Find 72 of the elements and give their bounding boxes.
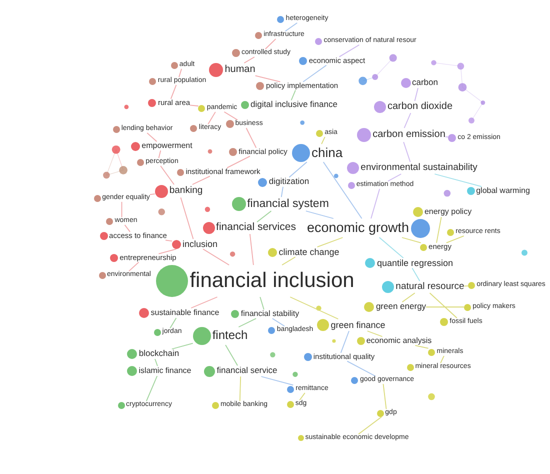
connection-line <box>346 360 376 377</box>
connection-line <box>192 176 210 185</box>
connection-line <box>158 248 177 254</box>
keyword-label: green finance <box>330 320 386 330</box>
keyword-label: digitization <box>268 177 310 187</box>
keyword-label: financial services <box>216 222 296 234</box>
connection-line <box>165 240 172 242</box>
connection-line <box>402 237 422 244</box>
connection-line <box>305 210 334 219</box>
keyword-label: economic analysis <box>366 336 432 346</box>
keyword-label: global warming <box>476 186 530 196</box>
connection-line <box>190 296 218 308</box>
connection-line <box>124 224 130 232</box>
connection-line <box>128 262 140 272</box>
keyword-label: quantile regression <box>376 258 454 268</box>
connection-line <box>464 285 469 286</box>
keyword-label: natural resource <box>396 282 464 292</box>
connection-line <box>429 292 458 318</box>
connection-line <box>260 376 294 386</box>
connection-line <box>284 22 298 32</box>
connection-line <box>280 186 284 198</box>
connection-line <box>340 330 350 354</box>
connection-line <box>412 268 420 282</box>
keyword-label: financial system <box>247 198 329 210</box>
connection-line <box>370 188 380 219</box>
keyword-label: financial stability <box>240 310 300 318</box>
connection-line <box>282 256 296 266</box>
connection-line <box>434 174 482 187</box>
connection-line <box>382 383 387 410</box>
keyword-label: islamic finance <box>138 366 192 376</box>
connection-line <box>402 292 416 302</box>
keyword-label: financial service <box>216 366 278 376</box>
connection-line <box>225 344 238 366</box>
connection-line <box>170 318 177 329</box>
connection-line <box>202 248 230 266</box>
connection-line <box>260 296 264 310</box>
connection-line <box>358 416 382 435</box>
keyword-label: financial inclusion <box>190 269 354 293</box>
connection-line <box>338 44 360 58</box>
connection-line <box>440 355 444 364</box>
connection-line <box>436 216 442 244</box>
keyword-label: climate change <box>278 246 340 258</box>
connection-line <box>378 237 404 258</box>
connection-line <box>238 318 257 328</box>
connection-line <box>290 296 339 320</box>
keyword-label: sustainable finance <box>150 308 220 318</box>
connection-line <box>121 201 122 218</box>
connection-line <box>322 162 362 219</box>
connection-line <box>414 345 429 349</box>
connection-line <box>388 174 402 182</box>
connection-line <box>256 210 272 222</box>
keyword-label: inclusion <box>182 238 218 250</box>
connection-line <box>316 237 344 248</box>
connection-line <box>249 234 254 266</box>
connection-line <box>146 376 158 402</box>
connection-line <box>366 330 383 337</box>
connection-line <box>446 235 464 244</box>
connection-line <box>426 306 465 308</box>
connection-line <box>264 38 276 50</box>
keyword-label: blockchain <box>138 349 180 359</box>
connection-line <box>180 197 194 240</box>
connection-line <box>299 392 306 401</box>
keyword-label: energy policy <box>424 208 472 216</box>
keyword-label: economic growth <box>306 220 410 236</box>
keyword-label: fintech <box>212 329 248 343</box>
keyword-label: banking <box>169 186 203 196</box>
connection-line <box>272 318 285 327</box>
connection-line <box>171 342 194 350</box>
connection-line <box>150 193 156 195</box>
keyword-label: green energy <box>376 302 426 312</box>
connection-line <box>154 358 158 366</box>
connection-line <box>239 376 242 402</box>
